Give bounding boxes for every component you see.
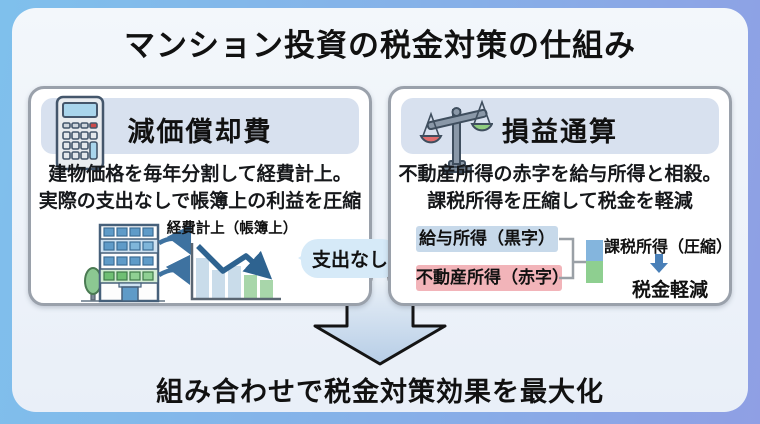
property-income-box: 不動産所得（赤字） bbox=[416, 265, 569, 291]
profit-loss-description: 不動産所得の赤字を給与所得と相殺。 課税所得を圧縮して税金を軽減 bbox=[391, 161, 729, 215]
depreciation-title: 減価償却費 bbox=[127, 117, 273, 147]
profit-loss-panel: 損益通算 不動産所得の赤字を給与所得と相殺。 課税所得を圧縮して税金を軽減 給与… bbox=[388, 86, 732, 306]
profit-loss-desc-line2: 課税所得を圧縮して税金を軽減 bbox=[427, 191, 693, 212]
building-door bbox=[121, 286, 139, 302]
declining-trend-arrow-icon bbox=[196, 244, 273, 280]
depreciation-desc-line2: 実際の支出なしで帳簿上の利益を圧縮 bbox=[38, 191, 362, 212]
tree-icon bbox=[84, 267, 102, 295]
expense-bar-chart bbox=[190, 243, 281, 301]
depreciation-figure: 経費計上（帳簿上） 支出なし bbox=[31, 217, 400, 307]
compressed-income-bar-green bbox=[586, 261, 603, 283]
page-title: マンション投資の税金対策の仕組み bbox=[124, 28, 636, 63]
profit-loss-title: 損益通算 bbox=[502, 117, 618, 147]
calculator-icon bbox=[55, 95, 105, 171]
expense-chart-label: 経費計上（帳簿上） bbox=[166, 221, 298, 237]
depreciation-desc-line1: 建物価格を毎年分割して経費計上。 bbox=[48, 164, 352, 185]
no-spending-bubble: 支出なし bbox=[297, 239, 400, 278]
balance-scale-icon bbox=[419, 99, 493, 173]
tax-reduce-down-arrow-icon bbox=[650, 254, 668, 273]
flow-arrow-bottom-icon bbox=[157, 254, 191, 286]
offset-figure: 給与所得（黒字） 不動産所得（赤字） 課税所得（圧縮） 税金軽減 bbox=[391, 217, 733, 307]
compressed-income-bar bbox=[586, 240, 603, 283]
building-chart-illustration bbox=[81, 223, 281, 303]
taxable-income-label: 課税所得（圧縮） bbox=[604, 239, 733, 256]
profit-loss-header-band: 損益通算 bbox=[401, 98, 719, 173]
depreciation-description: 建物価格を毎年分割して経費計上。 実際の支出なしで帳簿上の利益を圧縮 bbox=[31, 161, 369, 215]
flow-arrow-top-icon bbox=[157, 224, 192, 256]
compressed-income-bar-blue bbox=[586, 240, 603, 261]
tax-reduction-label: 税金軽減 bbox=[631, 280, 708, 301]
depreciation-header-band: 減価償却費 bbox=[41, 95, 359, 171]
depreciation-panel: 減価償却費 建物価格を毎年分割して経費計上。 実際の支出なしで帳簿上の利益を圧縮 bbox=[28, 86, 400, 307]
profit-loss-desc-line1: 不動産所得の赤字を給与所得と相殺。 bbox=[398, 164, 722, 185]
conclusion-text: 組み合わせで税金対策効果を最大化 bbox=[156, 377, 604, 407]
merge-bracket bbox=[559, 237, 586, 280]
salary-income-box: 給与所得（黒字） bbox=[416, 226, 558, 252]
